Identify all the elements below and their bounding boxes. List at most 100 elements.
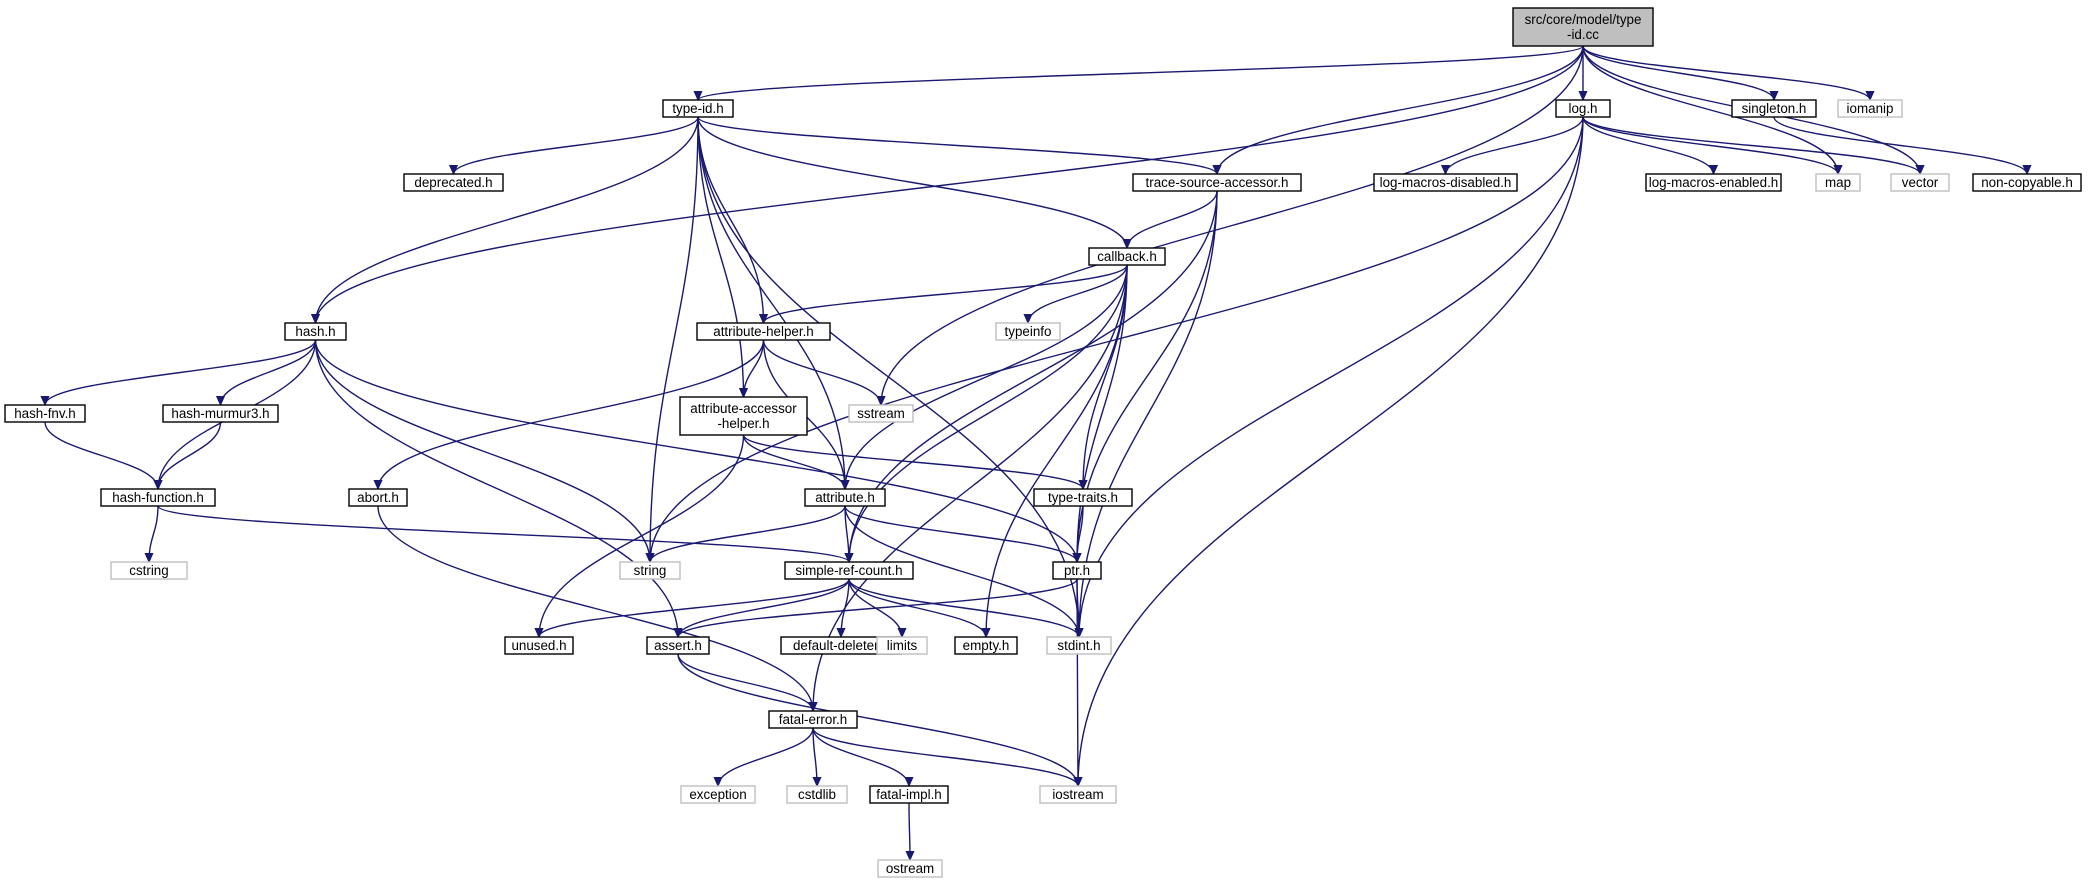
edge-attrhelper_h-to-sstream	[762, 339, 882, 405]
edge-callback_h-to-fatalerr_h	[813, 264, 1128, 711]
node-lmd_h[interactable]: log-macros-disabled.h	[1373, 173, 1518, 192]
edge-line	[1217, 45, 1584, 174]
node-label: default-deleter.h	[793, 638, 889, 653]
edge-line	[813, 264, 1128, 711]
node-hashfnv_h[interactable]: hash-fnv.h	[4, 404, 86, 423]
edge-line	[744, 339, 765, 397]
node-box	[768, 710, 858, 729]
node-empty_h[interactable]: empty.h	[954, 636, 1018, 655]
node-box	[877, 859, 943, 878]
node-label: type-traits.h	[1048, 490, 1118, 505]
edge-line	[1773, 116, 2027, 174]
edge-line	[316, 116, 699, 323]
node-hash_h[interactable]: hash.h	[284, 322, 347, 341]
node-box	[869, 785, 949, 804]
node-box	[954, 636, 1018, 655]
node-label: unused.h	[511, 638, 566, 653]
edge-line	[1446, 116, 1584, 174]
node-lme_h[interactable]: log-macros-enabled.h	[1645, 173, 1782, 192]
edge-line	[1078, 116, 1584, 786]
node-box	[680, 785, 756, 804]
node-box	[1837, 99, 1903, 118]
node-fatalimpl_h[interactable]: fatal-impl.h	[869, 785, 949, 804]
node-typeid_cc[interactable]: src/core/model/type-id.cc	[1512, 7, 1654, 47]
node-label: non-copyable.h	[1981, 175, 2073, 190]
node-singleton_h[interactable]: singleton.h	[1731, 99, 1817, 118]
node-label: sstream	[857, 406, 905, 421]
edge-line	[697, 116, 744, 397]
node-label: trace-source-accessor.h	[1146, 175, 1289, 190]
node-label: iomanip	[1847, 101, 1894, 116]
node-src_h[interactable]: simple-ref-count.h	[784, 561, 914, 580]
node-fatalerr_h[interactable]: fatal-error.h	[768, 710, 858, 729]
edge-hash_h-to-ptr_h	[314, 339, 1078, 562]
edge-typeid_h-to-attribute_h	[697, 116, 845, 489]
node-noncopy_h[interactable]: non-copyable.h	[1972, 173, 2082, 192]
edge-line	[158, 421, 222, 489]
edge-line	[454, 116, 699, 174]
edge-line	[697, 116, 1079, 637]
edge-line	[677, 653, 1078, 786]
node-deprecated_h[interactable]: deprecated.h	[403, 173, 504, 192]
edge-log_h-to-iostream	[1078, 116, 1584, 786]
node-typetraits_h[interactable]: type-traits.h	[1033, 488, 1133, 507]
node-log_h[interactable]: log.h	[1555, 99, 1611, 118]
node-box	[995, 322, 1061, 341]
node-box	[1052, 561, 1102, 580]
node-label: fatal-impl.h	[876, 787, 942, 802]
edge-line	[849, 264, 1128, 562]
node-defdel_h[interactable]: default-deleter.h	[780, 636, 902, 655]
node-box	[162, 404, 279, 423]
node-box	[1645, 173, 1782, 192]
node-abort_h[interactable]: abort.h	[348, 488, 408, 507]
node-callback_h[interactable]: callback.h	[1088, 247, 1166, 266]
node-box	[504, 636, 574, 655]
edge-aah_h-to-attribute_h	[742, 434, 846, 489]
node-label: attribute.h	[815, 490, 875, 505]
node-label: ostream	[886, 861, 934, 876]
edge-log_h-to-lme_h	[1582, 116, 1714, 174]
edge-line	[844, 505, 1077, 562]
node-box	[1033, 488, 1133, 507]
node-attribute_h[interactable]: attribute.h	[804, 488, 886, 507]
edge-line	[909, 802, 910, 860]
edge-line	[1127, 190, 1218, 248]
node-map: map	[1815, 173, 1861, 192]
node-label: vector	[1902, 175, 1939, 190]
edge-assert_h-to-iostream	[677, 653, 1078, 786]
edge-typeid_cc-to-iomanip	[1582, 45, 1870, 100]
node-label: type-id.h	[672, 101, 723, 116]
node-attrhelper_h[interactable]: attribute-helper.h	[696, 322, 831, 341]
node-tsa_h[interactable]: trace-source-accessor.h	[1132, 173, 1302, 192]
edge-attribute_h-to-ptr_h	[844, 505, 1077, 562]
node-aah_h[interactable]: attribute-accessor-helper.h	[679, 396, 808, 436]
node-label: singleton.h	[1742, 101, 1807, 116]
node-box	[619, 561, 681, 580]
edge-line	[1582, 45, 1774, 100]
node-box	[100, 488, 216, 507]
node-hashmm3_h[interactable]: hash-murmur3.h	[162, 404, 279, 423]
edge-ptr_h-to-iostream	[1077, 578, 1078, 786]
edge-line	[316, 45, 1584, 323]
node-assert_h[interactable]: assert.h	[646, 636, 710, 655]
edge-src_h-to-stdint_h	[848, 578, 1079, 637]
edge-fatalerr_h-to-iostream	[812, 727, 1078, 786]
node-ostream: ostream	[877, 859, 943, 878]
node-ptr_h[interactable]: ptr.h	[1052, 561, 1102, 580]
edge-line	[1079, 116, 1584, 637]
node-box	[696, 322, 831, 341]
node-label: iostream	[1052, 787, 1103, 802]
node-label: log-macros-disabled.h	[1380, 175, 1512, 190]
edge-fatalimpl_h-to-ostream	[909, 802, 910, 860]
node-typeid_h[interactable]: type-id.h	[662, 99, 734, 118]
node-label: cstring	[129, 563, 168, 578]
edge-log_h-to-stdint_h	[1079, 116, 1584, 637]
edge-line	[221, 339, 317, 405]
node-vector: vector	[1890, 173, 1950, 192]
edge-line	[718, 727, 814, 786]
edge-line	[678, 578, 850, 637]
edge-line	[539, 578, 850, 637]
node-unused_h[interactable]: unused.h	[504, 636, 574, 655]
node-hashfunc_h[interactable]: hash-function.h	[100, 488, 216, 507]
edge-line	[697, 116, 1127, 248]
